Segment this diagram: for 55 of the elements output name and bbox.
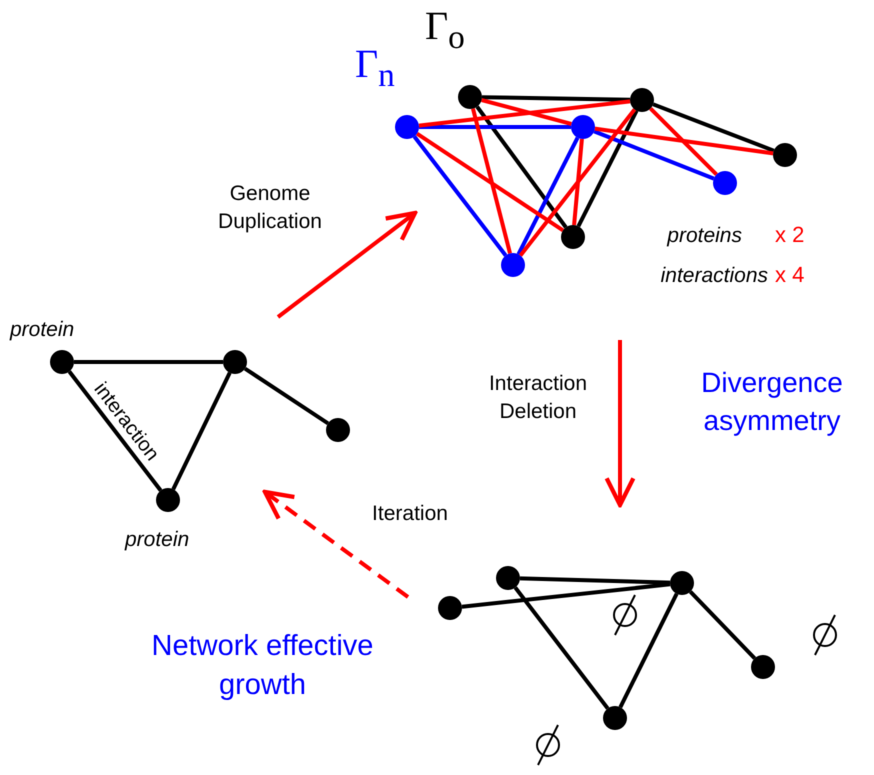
protein-dot	[50, 350, 74, 374]
interaction-line	[652, 102, 775, 153]
interaction-line	[482, 95, 630, 102]
node-caption: protein	[125, 528, 190, 552]
interaction-line	[481, 98, 572, 126]
protein-dot	[223, 350, 247, 374]
factor-label: x 2	[775, 222, 804, 248]
interaction-line	[618, 592, 678, 708]
interaction-line	[418, 99, 630, 128]
interaction-line	[520, 576, 670, 585]
protein-dot	[395, 115, 419, 139]
count-label: proteins	[666, 223, 742, 249]
interaction-line	[594, 126, 774, 156]
interaction-line	[518, 108, 636, 257]
interaction-line	[576, 110, 638, 228]
protein-dot	[751, 655, 775, 679]
protein-dot	[773, 143, 797, 167]
interaction-line	[416, 132, 564, 232]
step-label: Genome Duplication	[217, 181, 323, 236]
step-label: Iteration	[371, 501, 449, 527]
protein-dot	[156, 488, 180, 512]
interaction-line	[516, 136, 580, 256]
interaction-line	[412, 135, 508, 257]
interaction-line	[244, 366, 330, 426]
interaction-line	[74, 360, 223, 364]
factor-label: x 4	[775, 262, 804, 288]
interaction-line	[462, 582, 670, 609]
interaction-line	[68, 370, 162, 492]
protein-dot	[326, 418, 350, 442]
interaction-line	[471, 108, 512, 254]
interaction-line	[649, 107, 718, 176]
protein-dot	[713, 171, 737, 195]
protein-dot	[496, 566, 520, 590]
interaction-line	[171, 372, 232, 490]
concept-label: Network effective growth	[150, 629, 374, 704]
interaction-line	[688, 590, 756, 660]
graph-symbol: Γ$_{n}$	[355, 40, 395, 95]
protein-dot	[670, 571, 694, 595]
node-caption: protein	[10, 318, 74, 342]
concept-label: Divergence asymmetry	[700, 366, 844, 438]
interaction-line	[593, 130, 715, 180]
protein-dot	[571, 115, 595, 139]
interaction-line	[514, 586, 610, 710]
interaction-line	[419, 125, 571, 129]
protein-dot	[501, 253, 525, 277]
protein-dot	[630, 88, 654, 112]
protein-dot	[561, 225, 585, 249]
graph-symbol: Γ$_{o}$	[425, 2, 465, 57]
interaction-line	[572, 138, 584, 226]
step-label: Interaction Deletion	[488, 371, 588, 426]
protein-dot	[603, 706, 627, 730]
protein-dot	[458, 85, 482, 109]
interaction-line	[476, 105, 568, 229]
count-label: interactions	[660, 263, 768, 289]
protein-dot	[438, 596, 462, 620]
